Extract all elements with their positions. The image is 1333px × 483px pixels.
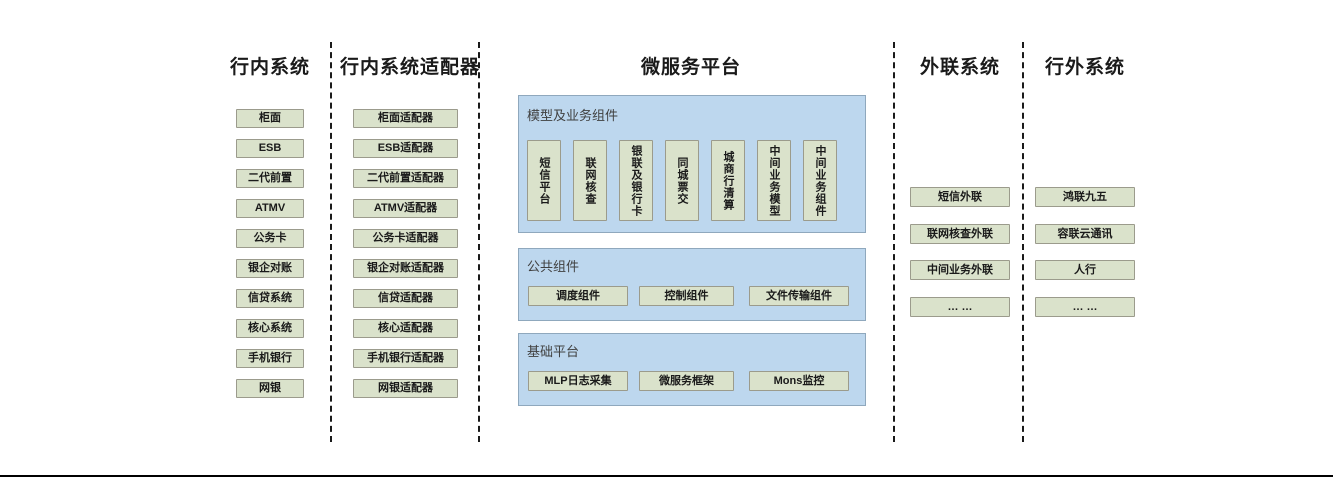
- node-base-platform-component[interactable]: 微服务框架: [639, 371, 734, 391]
- node-model-component[interactable]: 中间业务模型: [757, 140, 791, 221]
- node-internal-system[interactable]: 核心系统: [236, 319, 304, 338]
- column-title-microservice-platform: 微服务平台: [640, 57, 741, 78]
- node-external-link-system[interactable]: 联网核查外联: [910, 224, 1010, 244]
- node-model-component[interactable]: 同城票交: [665, 140, 699, 221]
- node-internal-system-adapter[interactable]: 二代前置适配器: [353, 169, 458, 188]
- node-internal-system-adapter[interactable]: ATMV适配器: [353, 199, 458, 218]
- node-outside-bank-system[interactable]: 容联云通讯: [1035, 224, 1135, 244]
- column-title-internal-systems: 行内系统: [229, 57, 310, 78]
- node-external-link-system[interactable]: 短信外联: [910, 187, 1010, 207]
- node-internal-system-adapter[interactable]: 核心适配器: [353, 319, 458, 338]
- column-title-external-link-systems: 外联系统: [919, 57, 1000, 78]
- node-model-component[interactable]: 中间业务组件: [803, 140, 837, 221]
- node-model-component[interactable]: 城商行清算: [711, 140, 745, 221]
- column-title-internal-system-adapters: 行内系统适配器: [340, 57, 481, 78]
- node-model-component[interactable]: 联网核查: [573, 140, 607, 221]
- node-internal-system[interactable]: ESB: [236, 139, 304, 158]
- panel-public-components: [518, 248, 866, 321]
- column-divider-3: [893, 42, 895, 442]
- node-internal-system-adapter[interactable]: 公务卡适配器: [353, 229, 458, 248]
- node-internal-system-adapter[interactable]: 信贷适配器: [353, 289, 458, 308]
- node-public-component[interactable]: 控制组件: [639, 286, 734, 306]
- node-internal-system[interactable]: 柜面: [236, 109, 304, 128]
- node-internal-system[interactable]: 银企对账: [236, 259, 304, 278]
- node-base-platform-component[interactable]: MLP日志采集: [528, 371, 628, 391]
- node-internal-system-adapter[interactable]: 网银适配器: [353, 379, 458, 398]
- node-outside-bank-system[interactable]: 鸿联九五: [1035, 187, 1135, 207]
- node-internal-system[interactable]: 信贷系统: [236, 289, 304, 308]
- column-divider-1: [330, 42, 332, 442]
- panel-label-public-components: 公共组件: [527, 259, 580, 274]
- node-internal-system[interactable]: 公务卡: [236, 229, 304, 248]
- node-public-component[interactable]: 调度组件: [528, 286, 628, 306]
- node-public-component[interactable]: 文件传输组件: [749, 286, 849, 306]
- node-internal-system-adapter[interactable]: 手机银行适配器: [353, 349, 458, 368]
- node-internal-system-adapter[interactable]: ESB适配器: [353, 139, 458, 158]
- panel-base-platform: [518, 333, 866, 406]
- node-internal-system[interactable]: 二代前置: [236, 169, 304, 188]
- node-internal-system[interactable]: ATMV: [236, 199, 304, 218]
- node-internal-system[interactable]: 手机银行: [236, 349, 304, 368]
- node-external-link-system[interactable]: … …: [910, 297, 1010, 317]
- column-divider-4: [1022, 42, 1024, 442]
- node-model-component[interactable]: 短信平台: [527, 140, 561, 221]
- node-outside-bank-system[interactable]: 人行: [1035, 260, 1135, 280]
- panel-label-base-platform: 基础平台: [527, 344, 580, 359]
- node-internal-system-adapter[interactable]: 银企对账适配器: [353, 259, 458, 278]
- column-divider-2: [478, 42, 480, 442]
- bottom-separator: [0, 475, 1333, 477]
- column-title-outside-bank-systems: 行外系统: [1044, 57, 1125, 78]
- node-internal-system-adapter[interactable]: 柜面适配器: [353, 109, 458, 128]
- node-external-link-system[interactable]: 中间业务外联: [910, 260, 1010, 280]
- panel-label-model-business-components: 模型及业务组件: [527, 108, 619, 123]
- node-outside-bank-system[interactable]: … …: [1035, 297, 1135, 317]
- node-base-platform-component[interactable]: Mons监控: [749, 371, 849, 391]
- node-internal-system[interactable]: 网银: [236, 379, 304, 398]
- node-model-component[interactable]: 银联及银行卡: [619, 140, 653, 221]
